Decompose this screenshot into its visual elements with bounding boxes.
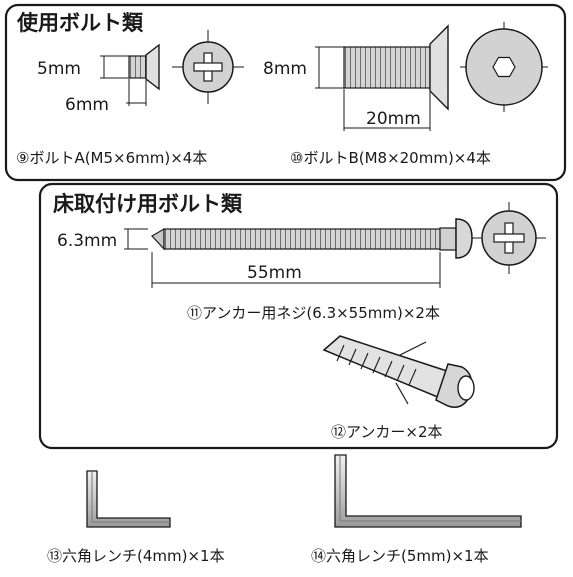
floor-bolt-panel-title: 床取付け用ボルト類 [53, 192, 243, 216]
bolt-a-phillips-head-icon [172, 30, 244, 104]
bolt-b-side-icon [343, 24, 449, 111]
bolt-a-dimension-lines [100, 55, 147, 106]
anchor-screw-diameter-dimension: 6.3mm [57, 231, 117, 251]
bolt-a-side-icon [128, 43, 160, 91]
anchor-screw-caption: ⑪アンカー用ネジ(6.3×55mm)×2本 [187, 304, 440, 322]
floor-bolt-panel-frame [38, 182, 559, 450]
hex-wrench-5mm-caption: ⑭六角レンチ(5mm)×1本 [311, 547, 489, 565]
hex-wrench-5mm-icon [334, 454, 522, 528]
bolt-a-caption: ⑨ボルトA(M5×6mm)×4本 [16, 149, 207, 167]
hex-wrench-4mm-icon [86, 470, 171, 528]
anchor-screw-length-dimension: 55mm [247, 263, 302, 283]
bolt-a-head-dimension: 5mm [37, 59, 81, 79]
anchor-screw-icon [151, 218, 473, 259]
plastic-anchor-icon [322, 335, 475, 408]
bolt-b-caption: ⑩ボルトB(M8×20mm)×4本 [290, 149, 491, 167]
bolt-panel-title: 使用ボルト類 [16, 11, 144, 35]
bolt-b-dimension-lines [315, 46, 431, 131]
anchor-screw-phillips-head-icon [472, 202, 546, 274]
bolt-b-head-dimension: 8mm [263, 59, 307, 79]
bolt-panel-frame [4, 3, 567, 182]
bolt-b-length-dimension: 20mm [366, 109, 421, 129]
bolt-b-hex-socket-icon [460, 22, 548, 112]
plastic-anchor-caption: ⑫アンカー×2本 [331, 423, 443, 441]
anchor-screw-dimension-lines [124, 228, 441, 288]
hex-wrench-4mm-caption: ⑬六角レンチ(4mm)×1本 [47, 547, 225, 565]
bolt-a-length-dimension: 6mm [65, 95, 109, 115]
